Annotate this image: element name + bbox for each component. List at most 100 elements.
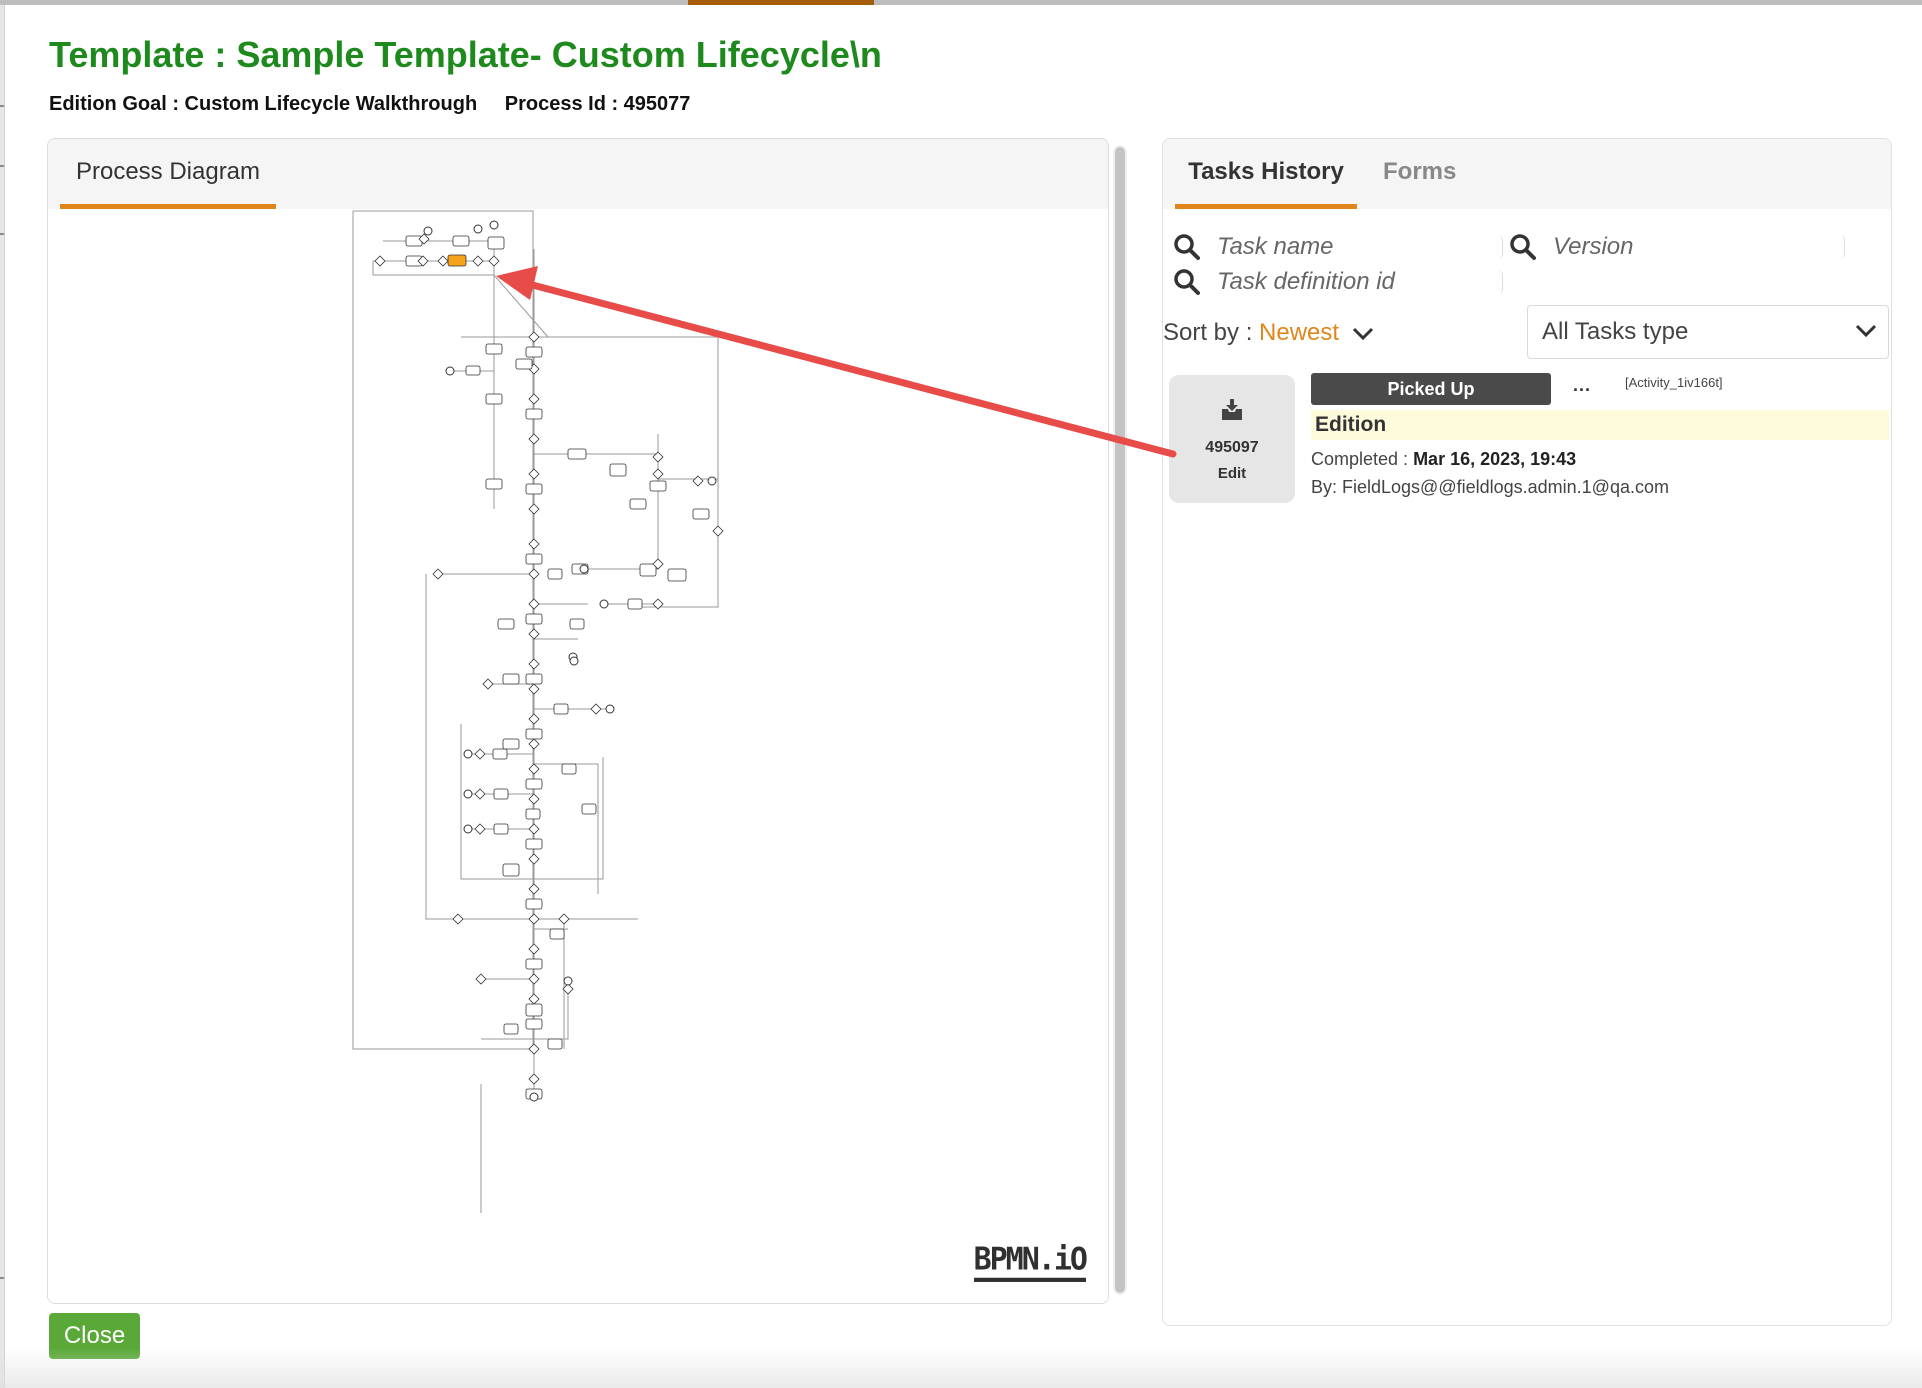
bpmn-task bbox=[549, 928, 565, 940]
diagram-scrollbar[interactable] bbox=[1113, 145, 1127, 1295]
sort-value[interactable]: Newest bbox=[1259, 319, 1340, 346]
bpmn-task bbox=[609, 463, 627, 477]
bpmn-gateway bbox=[437, 255, 449, 267]
bpmn-event bbox=[489, 220, 499, 230]
bpmn-task bbox=[553, 703, 569, 715]
task-completed: Completed : Mar 16, 2023, 19:43 bbox=[1311, 449, 1576, 470]
bpmn-task bbox=[692, 508, 710, 520]
chevron-down-icon[interactable] bbox=[1352, 326, 1374, 342]
bpmn-gateway bbox=[528, 393, 540, 405]
tasks-tabbar: Tasks History Forms bbox=[1163, 139, 1891, 209]
bpmn-task bbox=[485, 393, 503, 405]
task-action-tile[interactable]: 495097 Edit bbox=[1169, 375, 1295, 503]
bpmn-gateway bbox=[528, 883, 540, 895]
version-search bbox=[1509, 231, 1845, 263]
bpmn-task bbox=[547, 568, 563, 580]
bpmn-task bbox=[629, 498, 647, 510]
task-menu-button[interactable]: ... bbox=[1573, 375, 1592, 395]
bpmn-gateway bbox=[712, 525, 724, 537]
bpmn-gateway bbox=[472, 255, 484, 267]
sort-control[interactable]: Sort by : Newest bbox=[1163, 319, 1374, 347]
search-icon bbox=[1510, 234, 1536, 260]
bpmn-task bbox=[525, 553, 543, 565]
scrollbar-thumb[interactable] bbox=[1115, 147, 1125, 1293]
task-name-input[interactable] bbox=[1217, 233, 1487, 261]
bpmn-gateway bbox=[528, 538, 540, 550]
bpmn-task bbox=[515, 358, 533, 370]
bpmn-gateway bbox=[474, 748, 486, 760]
bpmn-task bbox=[581, 803, 597, 815]
bpmn-gateway bbox=[528, 568, 540, 580]
bpmn-gateway bbox=[474, 788, 486, 800]
bpmn-gateway bbox=[528, 598, 540, 610]
tasks-panel: Tasks History Forms Sort by : Newest All… bbox=[1162, 138, 1892, 1326]
bpmn-event bbox=[463, 789, 473, 799]
task-id: 495097 bbox=[1205, 439, 1259, 456]
bpmn-task bbox=[525, 613, 543, 625]
bpmn-task bbox=[493, 823, 509, 835]
bpmn-gateway bbox=[418, 233, 430, 245]
bpmn-gateway bbox=[652, 598, 664, 610]
search-icon bbox=[1174, 234, 1200, 260]
bpmn-task bbox=[525, 838, 543, 850]
sort-label: Sort by : bbox=[1163, 319, 1260, 346]
status-badge: Picked Up bbox=[1311, 373, 1551, 405]
task-completed-by: By: FieldLogs@@fieldlogs.admin.1@qa.com bbox=[1311, 477, 1669, 497]
bpmn-gateway bbox=[475, 973, 487, 985]
bpmn-diagram bbox=[352, 210, 724, 1213]
bpmn-gateway bbox=[452, 913, 464, 925]
bpmn-gateway bbox=[528, 503, 540, 515]
bpmn-task bbox=[627, 598, 643, 610]
tab-process-diagram[interactable]: Process Diagram bbox=[60, 139, 276, 209]
top-progress-accent bbox=[688, 0, 874, 5]
bpmn-task bbox=[485, 343, 503, 355]
bpmn-gateway bbox=[474, 823, 486, 835]
activity-id: [Activity_1iv166t] bbox=[1625, 375, 1723, 390]
bpmn-task bbox=[497, 618, 515, 630]
page-title: Template : Sample Template- Custom Lifec… bbox=[49, 34, 882, 75]
task-definition-search bbox=[1173, 266, 1503, 298]
bpmn-gateway bbox=[692, 475, 704, 487]
bpmn-gateway bbox=[528, 763, 540, 775]
bpmn-event bbox=[569, 656, 579, 666]
completed-date: Mar 16, 2023, 19:43 bbox=[1413, 449, 1577, 469]
bpmn-event bbox=[605, 704, 615, 714]
bpmn-gateway bbox=[488, 255, 500, 267]
bpmn-event bbox=[529, 1092, 539, 1102]
bpmn-event bbox=[707, 476, 717, 486]
bpmn-io-logo[interactable]: BPMN.iO bbox=[973, 1242, 1088, 1282]
task-definition-input[interactable] bbox=[1217, 268, 1487, 296]
process-id: Process Id : 495077 bbox=[504, 93, 691, 115]
bpmn-gateway bbox=[417, 255, 429, 267]
tab-forms[interactable]: Forms bbox=[1383, 158, 1457, 185]
bpmn-task bbox=[525, 808, 541, 820]
bpmn-gateway bbox=[528, 943, 540, 955]
bpmn-task bbox=[465, 365, 481, 376]
bpmn-task bbox=[525, 346, 543, 358]
bpmn-gateway bbox=[528, 973, 540, 985]
edition-goal: Edition Goal : Custom Lifecycle Walkthro… bbox=[49, 93, 478, 115]
close-button[interactable]: Close bbox=[49, 1313, 140, 1359]
bpmn-gateway bbox=[528, 433, 540, 445]
bpmn-task bbox=[525, 728, 543, 740]
bpmn-gateway bbox=[528, 793, 540, 805]
left-edge bbox=[0, 5, 5, 1388]
task-name-search bbox=[1173, 231, 1503, 263]
bpmn-event bbox=[563, 976, 573, 986]
tab-tasks-history[interactable]: Tasks History bbox=[1175, 139, 1357, 209]
task-type-select[interactable]: All Tasks type bbox=[1527, 305, 1889, 359]
bpmn-gateway bbox=[528, 468, 540, 480]
bpmn-task bbox=[503, 1023, 519, 1035]
version-input[interactable] bbox=[1553, 233, 1823, 261]
bpmn-event bbox=[445, 366, 455, 376]
bpmn-gateway bbox=[528, 853, 540, 865]
bpmn-gateway bbox=[528, 683, 540, 695]
bpmn-gateway bbox=[528, 823, 540, 835]
bpmn-event bbox=[463, 749, 473, 759]
bpmn-gateway bbox=[528, 1043, 540, 1055]
bpmn-canvas[interactable]: BPMN.iO bbox=[48, 209, 1108, 1303]
bpmn-task bbox=[452, 235, 470, 247]
bpmn-gateway bbox=[528, 993, 540, 1005]
bpmn-task bbox=[667, 568, 687, 582]
bpmn-event bbox=[473, 224, 483, 234]
